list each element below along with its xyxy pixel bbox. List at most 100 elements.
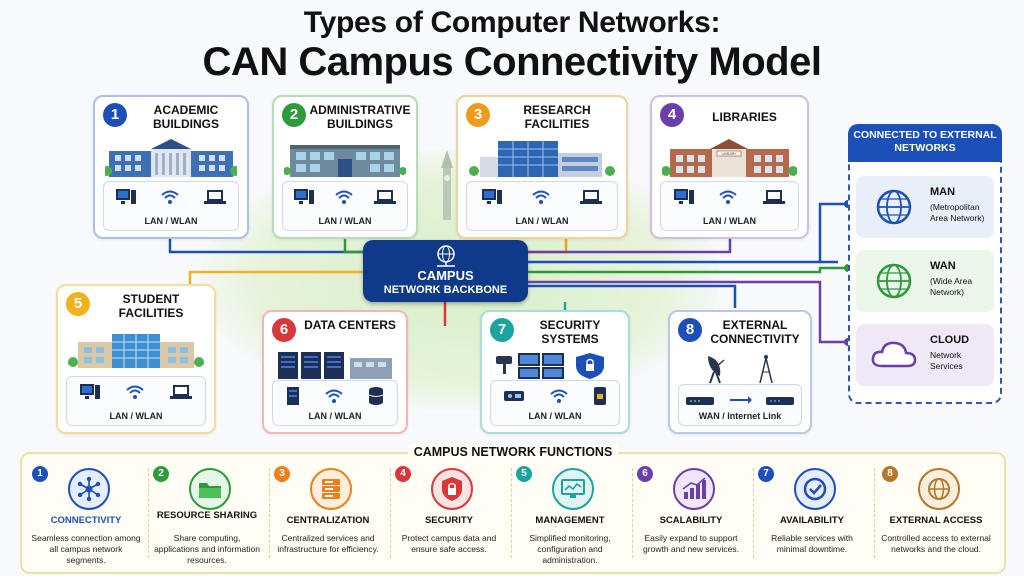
server-stack-icon (310, 468, 352, 510)
function-divider (753, 468, 755, 558)
function-name: CENTRALIZATION (286, 515, 370, 526)
function-management[interactable]: 5 MANAGEMENT Simplified monitoring, conf… (514, 464, 626, 568)
desktop-computer-icon (673, 189, 694, 204)
function-security[interactable]: 4 SECURITY Protect campus data and ensur… (393, 464, 505, 568)
network-type-label: LAN / WLAN (515, 216, 569, 226)
function-number-badge: 3 (274, 466, 290, 482)
clock-tower-icon (441, 150, 453, 220)
network-type-label: LAN / WLAN (703, 216, 756, 226)
function-description: Simplified monitoring, configuration and… (529, 533, 611, 565)
globe-network-icon (437, 245, 455, 267)
library-building-icon: LIBRARY (662, 139, 797, 177)
folder-icon (189, 468, 231, 510)
database-icon (369, 387, 384, 405)
zone-number-badge: 4 (660, 103, 684, 127)
function-connectivity[interactable]: 1 CONNECTIVITY Seamless connection among… (30, 464, 142, 568)
function-name: SCALABILITY (659, 515, 723, 526)
zone-title: EXTERNAL CONNECTIVITY (710, 318, 800, 346)
function-divider (632, 468, 634, 558)
function-name: EXTERNAL ACCESS (889, 515, 983, 526)
function-divider (511, 468, 513, 558)
external-item-desc: (Wide Area Network) (930, 276, 973, 297)
external-item-desc: Network Services (930, 350, 963, 371)
wifi-icon (161, 190, 179, 204)
function-number-badge: 7 (758, 466, 774, 482)
function-centralization[interactable]: 3 CENTRALIZATION Centralized services an… (272, 464, 384, 568)
wifi-icon (325, 389, 343, 403)
zone-title: DATA CENTERS (304, 318, 396, 332)
router-icon (686, 397, 715, 405)
device-row: LAN / WLAN (272, 380, 398, 426)
zone-card-research[interactable]: 3 RESEARCH FACILITIES LAN / WLAN (456, 95, 628, 239)
zone-card-academic[interactable]: 1 ACADEMIC BUILDINGS LAN / WLAN (93, 95, 249, 239)
zone-card-student[interactable]: 5 STUDENT FACILITIES LAN / WLAN (56, 284, 216, 434)
zone-title: SECURITY SYSTEMS (539, 318, 601, 346)
function-resource-sharing[interactable]: 2 RESOURCE SHARING Share computing, appl… (151, 464, 263, 568)
external-item-cloud[interactable]: CLOUD Network Services (856, 324, 994, 386)
zone-number-badge: 1 (103, 103, 127, 127)
campus-network-backbone[interactable]: CAMPUS NETWORK BACKBONE (363, 240, 528, 302)
network-hub-icon (68, 468, 110, 510)
modem-icon (765, 397, 794, 405)
network-type-label: LAN / WLAN (528, 411, 582, 421)
function-name: SECURITY (424, 515, 474, 526)
backbone-label-line1: CAMPUS (417, 268, 474, 283)
academic-building-icon (105, 139, 237, 177)
wifi-icon (126, 385, 144, 399)
function-availability[interactable]: 7 AVAILABILITY Reliable services with mi… (756, 464, 868, 568)
device-row: LAN / WLAN (66, 376, 206, 426)
device-row: LAN / WLAN (660, 181, 799, 231)
external-item-wan[interactable]: WAN (Wide Area Network) (856, 250, 994, 312)
function-number-badge: 6 (637, 466, 653, 482)
desktop-computer-icon (80, 384, 100, 399)
zone-card-security[interactable]: 7 SECURITY SYSTEMS LAN / WLAN (480, 310, 630, 434)
backbone-label-line2: NETWORK BACKBONE (383, 284, 508, 296)
research-facility-icon (469, 141, 615, 177)
external-item-name: MAN (930, 186, 956, 198)
laptop-icon (203, 190, 226, 204)
globe-icon (918, 468, 960, 510)
function-divider (874, 468, 876, 558)
function-number-badge: 2 (153, 466, 169, 482)
function-name: RESOURCE SHARING (156, 510, 258, 521)
function-scalability[interactable]: 6 SCALABILITY Easily expand to support g… (635, 464, 747, 568)
function-number-badge: 5 (516, 466, 532, 482)
cloud-icon (871, 341, 917, 368)
growth-bars-icon (673, 468, 715, 510)
function-divider (269, 468, 271, 558)
access-reader-icon (504, 391, 524, 401)
device-row: LAN / WLAN (466, 181, 618, 231)
zone-number-badge: 6 (272, 318, 296, 342)
zone-card-libraries[interactable]: 4 LIBRARIES LIBRARY LAN / WLAN (650, 95, 809, 239)
zone-card-data-centers[interactable]: 6 DATA CENTERS LAN / WLAN (262, 310, 408, 434)
function-name: CONNECTIVITY (50, 515, 122, 526)
device-row: LAN / WLAN (490, 380, 620, 426)
device-row: LAN / WLAN (103, 181, 239, 231)
device-row: WAN / Internet Link (678, 384, 802, 426)
satellite-antenna-icon (708, 355, 773, 384)
zone-card-external-connectivity[interactable]: 8 EXTERNAL CONNECTIVITY WAN / Internet L… (668, 310, 812, 434)
laptop-icon (580, 190, 602, 204)
desktop-computer-icon (116, 189, 137, 204)
globe-icon (876, 263, 912, 299)
zone-title: RESEARCH FACILITIES (523, 103, 591, 131)
network-type-label: WAN / Internet Link (698, 411, 782, 421)
student-facility-icon (68, 334, 204, 368)
network-type-label: LAN / WLAN (144, 216, 198, 226)
function-name: MANAGEMENT (535, 515, 605, 526)
function-description: Centralized services and infrastructure … (277, 533, 379, 554)
zone-title: LIBRARIES (712, 110, 777, 124)
zone-number-badge: 8 (678, 318, 702, 342)
function-number-badge: 4 (395, 466, 411, 482)
network-type-label: LAN / WLAN (318, 216, 372, 226)
external-item-man[interactable]: MAN (Metropolitan Area Network) (856, 176, 994, 238)
zone-card-administrative[interactable]: 2 ADMINISTRATIVE BUILDINGS LAN / WLAN (272, 95, 418, 239)
desktop-computer-icon (293, 189, 314, 204)
wifi-icon (719, 190, 738, 204)
function-external-access[interactable]: 8 EXTERNAL ACCESS Controlled access to e… (880, 464, 992, 568)
check-clock-icon (794, 468, 836, 510)
link-arrow-icon (729, 396, 752, 404)
device-row: LAN / WLAN (282, 181, 408, 231)
monitor-chart-icon (552, 468, 594, 510)
